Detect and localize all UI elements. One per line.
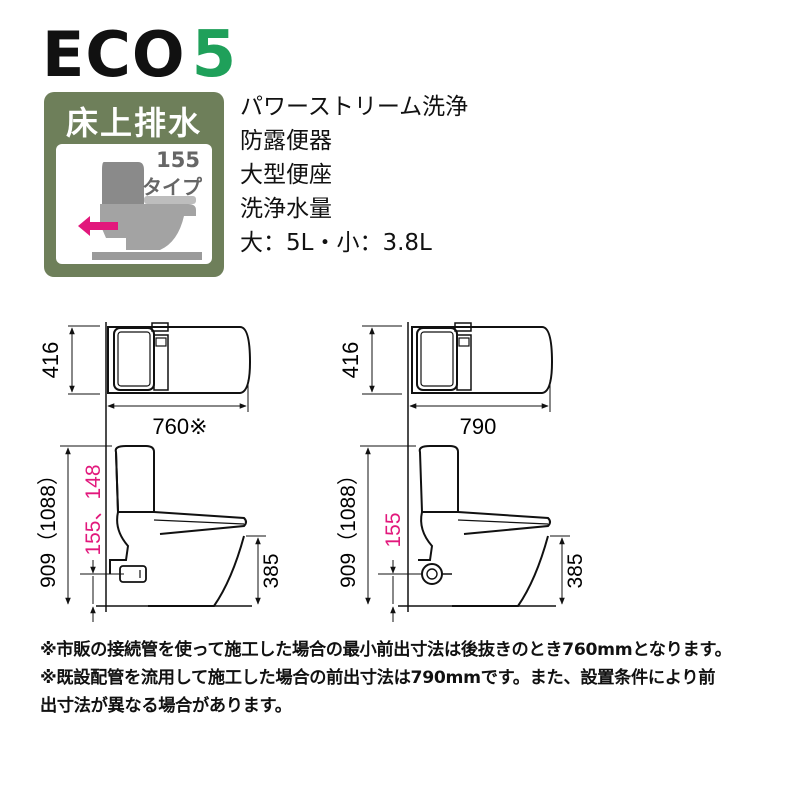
left-length-label: 760※ bbox=[152, 414, 207, 439]
floor-drain-badge: 床上排水 155 タイプ bbox=[44, 92, 224, 277]
badge-illustration: 155 タイプ bbox=[56, 144, 212, 264]
bowl-shape bbox=[100, 204, 196, 250]
right-drawing: 416 790 909（1088） 155 385 bbox=[337, 322, 587, 622]
drain-arrow-icon bbox=[78, 216, 118, 236]
right-seat-height-label: 385 bbox=[564, 553, 587, 588]
feature-item: 大型便座 bbox=[240, 162, 332, 188]
right-side-view bbox=[418, 445, 551, 607]
badge-title: 床上排水 bbox=[65, 104, 202, 142]
feature-item: 洗浄水量 bbox=[240, 196, 332, 222]
left-depth-label: 416 bbox=[38, 342, 63, 379]
eco5-logo: ECO5 bbox=[42, 18, 236, 92]
footnote: ※市販の接続管を使って施工した場合の最小前出寸法は後抜きのとき760mmとなりま… bbox=[40, 640, 732, 660]
toilet-side-icon bbox=[78, 162, 202, 260]
feature-item: 防露便器 bbox=[240, 128, 332, 154]
right-pipe-height-label: 155 bbox=[382, 512, 405, 547]
left-side-view bbox=[109, 445, 247, 607]
right-length-label: 790 bbox=[460, 414, 497, 439]
feature-list: パワーストリーム洗浄 防露便器 大型便座 洗浄水量 大：5L・小：3.8L bbox=[240, 90, 468, 260]
tank-shape bbox=[102, 162, 144, 206]
left-pipe-height-label: 155、148 bbox=[82, 464, 105, 555]
right-height-label: 909（1088） bbox=[337, 464, 360, 588]
footnote-continuation: 出寸法が異なる場合があります。 bbox=[40, 696, 292, 716]
left-height-label: 909（1088） bbox=[37, 464, 60, 588]
right-depth-label: 416 bbox=[338, 342, 363, 379]
left-top-view bbox=[107, 322, 252, 394]
footnote: ※既設配管を流用して施工した場合の前出寸法は790mmです。また、設置条件により… bbox=[40, 668, 716, 688]
logo-number: 5 bbox=[191, 18, 237, 92]
logo-eco-text: ECO bbox=[42, 18, 186, 91]
badge-type-number: 155 bbox=[156, 148, 200, 172]
badge-type-word: タイプ bbox=[142, 175, 202, 199]
footnotes: ※市販の接続管を使って施工した場合の最小前出寸法は後抜きのとき760mmとなりま… bbox=[40, 636, 790, 720]
left-drawing: 416 760※ 909（1088） 155、148 385 bbox=[37, 322, 283, 622]
left-seat-height-label: 385 bbox=[260, 553, 283, 588]
feature-item: 大：5L・小：3.8L bbox=[240, 230, 432, 256]
floor-shape bbox=[92, 252, 202, 260]
feature-item: パワーストリーム洗浄 bbox=[240, 94, 469, 120]
seat-shape bbox=[144, 196, 196, 204]
right-top-view bbox=[411, 322, 554, 394]
